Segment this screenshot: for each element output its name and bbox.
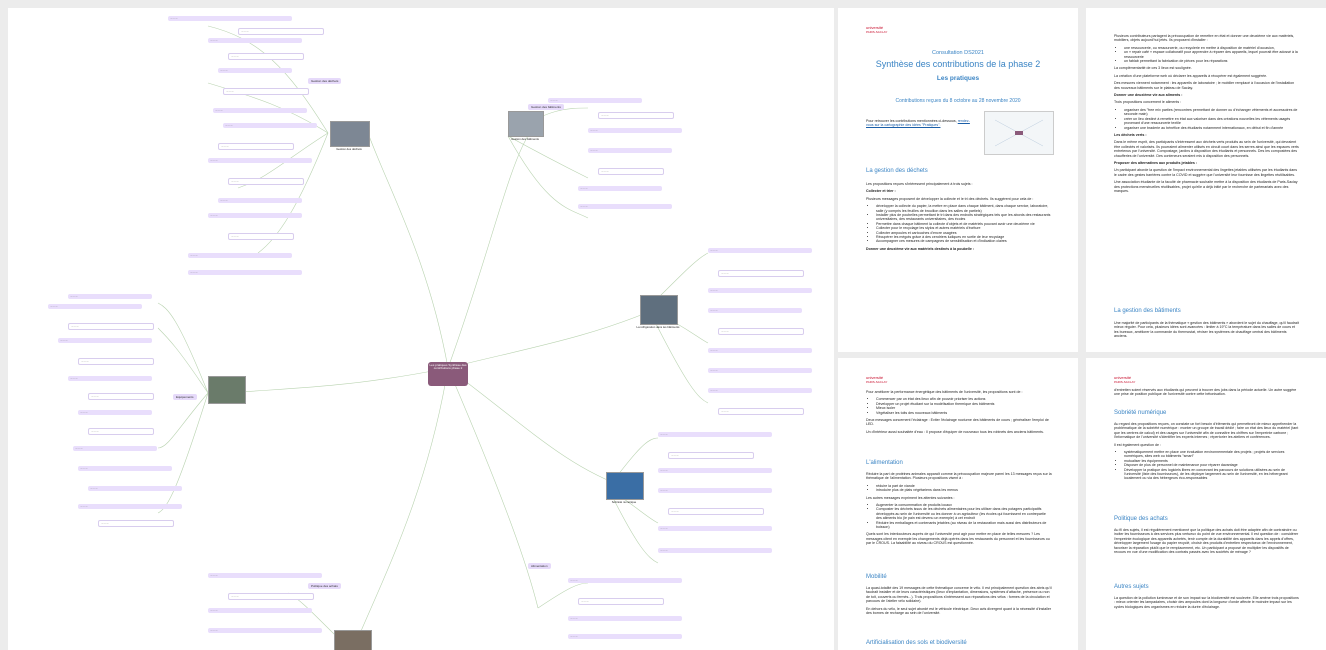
mind-map-center-node[interactable]: Les pratiques Synthèse des contributions… xyxy=(428,362,468,386)
branch-label[interactable]: Gestion des bâtiments xyxy=(528,104,564,110)
photo-equipment xyxy=(208,376,246,404)
branch-label[interactable]: Gestion des déchets xyxy=(308,78,342,84)
university-logo: université PARIS-SACLAY xyxy=(866,25,888,35)
page4-body-other: La question de la pollution lumineuse et… xyxy=(1114,596,1299,609)
photo-mobility xyxy=(334,630,372,650)
document-page-3: université PARIS-SACLAY Pour améliorer l… xyxy=(838,358,1078,650)
university-logo: université PARIS-SACLAY xyxy=(866,375,888,385)
mindmap-link[interactable]: rendez-vous sur la cartographie des idée… xyxy=(866,119,970,128)
section-heading: Politique des achats xyxy=(1114,516,1168,522)
section-heading: Autres sujets xyxy=(1114,584,1149,590)
branch-label[interactable]: Politique des achats xyxy=(308,583,341,589)
page2-body-end: Une majorité de participants de la théma… xyxy=(1114,321,1299,339)
page3-body: Pour améliorer la performance énergétiqu… xyxy=(866,390,1052,437)
photo-refrigeration xyxy=(640,295,678,325)
section-heading: L'alimentation xyxy=(866,460,903,466)
photo-waste xyxy=(330,121,370,147)
branch-label[interactable]: Alimentation xyxy=(528,563,551,569)
page2-body: Plusieurs contributeurs partagent la pré… xyxy=(1114,34,1300,196)
page4-body: d'entretien soient réservés aux étudiant… xyxy=(1114,388,1297,397)
page4-body-digital: Au regard des propositions reçues, on co… xyxy=(1114,422,1300,484)
photo-buildings xyxy=(508,111,544,137)
photo-caption: Gestion des bâtiments xyxy=(511,137,539,141)
section-heading: La gestion des bâtiments xyxy=(1114,308,1181,314)
document-title: Synthèse des contributions de la phase 2 xyxy=(875,59,1041,69)
mindmap-thumbnail[interactable] xyxy=(984,111,1054,155)
photo-caption: La réfrigération dans les bâtiments xyxy=(636,325,680,329)
page3-body-mobility: La quasi-totalité des 19 messages de cet… xyxy=(866,586,1052,616)
mind-map-connectors xyxy=(157,25,709,639)
section-body: Les propositions reçues s'intéressent pr… xyxy=(866,182,1052,254)
intro-text: Pour retrouver les contributions mention… xyxy=(866,119,970,128)
section-heading: Mobilité xyxy=(866,574,887,580)
section-heading: Artificialisation des sols et biodiversi… xyxy=(866,640,967,646)
branch-label[interactable]: Equipements xyxy=(173,394,197,400)
photo-digital xyxy=(606,472,644,500)
section-heading: La gestion des déchets xyxy=(866,168,928,174)
page4-body-purchases: Au fil des sujets, il est régulièrement … xyxy=(1114,528,1299,555)
document-page-2: Plusieurs contributeurs partagent la pré… xyxy=(1086,8,1326,352)
section-heading: Sobriété numérique xyxy=(1114,410,1167,416)
page3-body-food: Réduire la part de protéines animales ap… xyxy=(866,472,1052,549)
contribution-dates: Contributions reçues du 8 octobre au 28 … xyxy=(895,98,1021,104)
mind-map-canvas[interactable]: ........... ........... ........... ....… xyxy=(8,8,834,650)
document-subtitle: Les pratiques xyxy=(936,75,980,82)
document-page-1: université PARIS-SACLAY Consultation DS2… xyxy=(838,8,1078,352)
document-page-4: université PARIS-SACLAY d'entretien soie… xyxy=(1086,358,1326,650)
consultation-label: Consultation DS2021 xyxy=(932,50,984,56)
university-logo: université PARIS-SACLAY xyxy=(1114,375,1136,385)
photo-caption: Gestion des déchets xyxy=(336,147,362,151)
photo-caption: Sobriété numérique xyxy=(611,500,637,504)
